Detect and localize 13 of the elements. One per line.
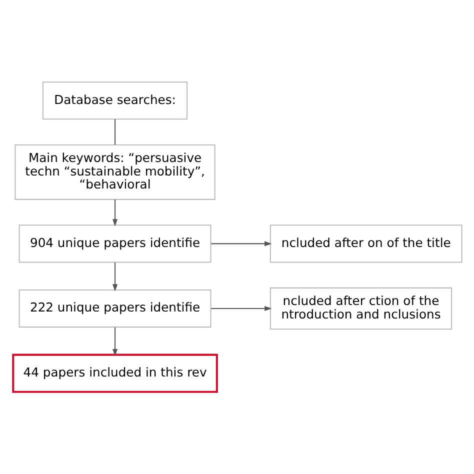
arrow xyxy=(112,199,118,226)
node-box: 222 unique papers identifie xyxy=(18,289,211,328)
node-box: ncluded after ction of the ntroduction and nclusions xyxy=(269,287,452,330)
node-box: Database searches: xyxy=(42,82,188,120)
arrow xyxy=(112,262,118,292)
arrow xyxy=(210,306,272,312)
arrow xyxy=(112,327,118,356)
arrow xyxy=(210,241,272,246)
connector xyxy=(114,119,116,145)
node-box: 44 papers included in this rev xyxy=(12,354,218,393)
node-box: 904 unique papers identifie xyxy=(18,224,211,263)
node-box: Main keywords: “persuasive techn “sustainable mobility”, “behavioral xyxy=(14,144,215,200)
node-box: ncluded after on of the title xyxy=(269,224,462,263)
